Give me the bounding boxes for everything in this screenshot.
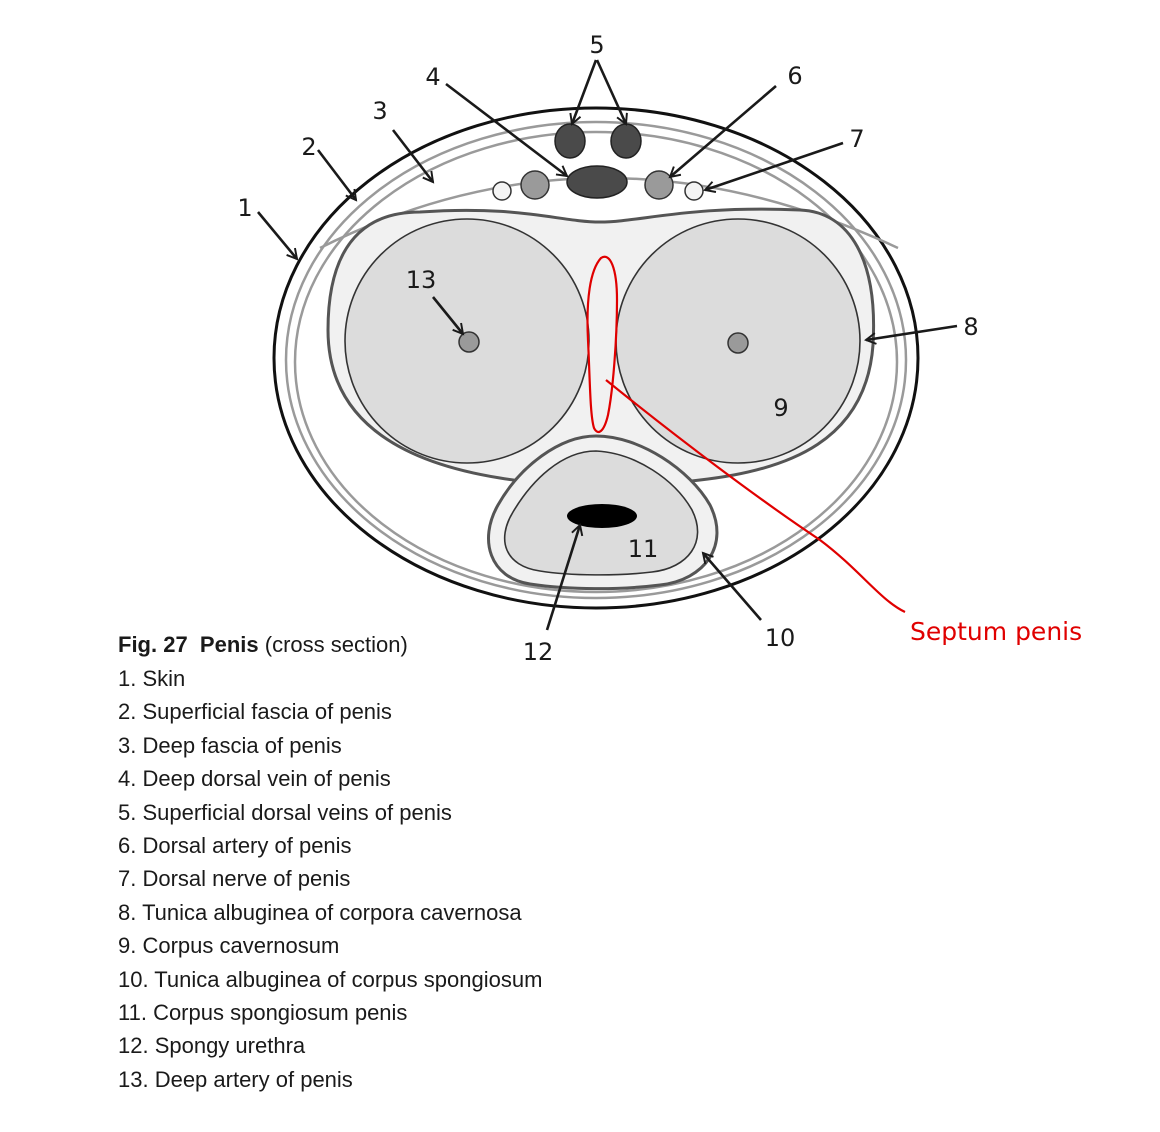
legend-item-corpus-cavernosum: 9. Corpus cavernosum [118,933,340,959]
dorsal-nerve-left [492,181,512,201]
legend-item-skin: 1. Skin [118,666,186,691]
legend-item-superficial-dorsal-veins: 5. Superficial dorsal veins of penis [118,799,452,825]
callout-9: 9 [773,394,788,422]
legend-item-superficial-fascia: 2. Superficial fascia of penis [118,699,392,725]
legend-item-tunica-spongiosum: 10. Tunica albuginea of corpus spongiosu… [118,966,543,992]
dorsal-artery-left [520,170,550,200]
spongy-urethra [567,504,637,528]
callout-2: 2 [301,133,316,161]
legend-item-deep-fascia: 3. Deep fascia of penis [118,732,342,758]
septum-penis-label: Septum penis [910,617,1082,646]
septum-highlight-loop [586,255,619,433]
deep-dorsal-vein [566,165,628,199]
arrow-6 [668,85,777,179]
leader-arrows [256,59,958,631]
figure-number: Fig. 27 [118,632,188,657]
superficial-fascia-ring [284,120,908,600]
superficial-dorsal-vein-right [610,123,642,159]
figure-caption: Fig. 27 Penis (cross section) [118,628,542,662]
arrow-12 [545,523,584,631]
dorsal-nerve-right [684,181,704,201]
arrow-10 [701,551,762,621]
callout-13: 13 [406,266,437,294]
callout-10: 10 [765,624,796,652]
arrow-13 [431,296,465,336]
callout-6: 6 [787,62,802,90]
arrow-7 [703,141,844,193]
figure-subject: Penis [199,632,259,657]
arrow-8 [864,324,958,345]
callout-8: 8 [963,313,978,341]
superficial-fascia-ring-inner [293,130,899,594]
callout-11: 11 [628,535,659,563]
callout-12: 12 [523,638,554,666]
deep-artery-left [458,331,480,353]
superficial-dorsal-vein-left [554,123,586,159]
septum-leader-line [605,379,906,613]
legend-item-tunica-cavernosa: 8. Tunica albuginea of corpora cavernosa [118,899,522,925]
callout-3: 3 [372,97,387,125]
arrow-3 [391,129,435,184]
callout-7: 7 [849,125,864,153]
legend-item-corpus-spongiosum: 11. Corpus spongiosum penis [118,999,408,1025]
callout-1: 1 [237,194,252,222]
legend-item-dorsal-nerve: 7. Dorsal nerve of penis [118,866,351,892]
arrow-4 [445,82,569,178]
legend-item-deep-dorsal-vein: 4. Deep dorsal vein of penis [118,766,391,792]
callout-4: 4 [425,63,440,91]
callout-5: 5 [589,31,604,59]
arrow-1 [256,211,299,261]
legend-item-deep-artery: 13. Deep artery of penis [118,1066,353,1092]
legend-item-dorsal-artery: 6. Dorsal artery of penis [118,832,352,858]
arrow-2 [316,149,358,202]
legend-item-spongy-urethra: 12. Spongy urethra [118,1033,306,1059]
arrow-5b [595,59,628,126]
figure-legend: Fig. 27 Penis (cross section) 1. Skin 2.… [118,628,542,1096]
deep-artery-right [727,332,749,354]
arrow-5a [569,59,598,126]
figure-qualifier: (cross section) [264,632,408,657]
dorsal-artery-right [644,170,674,200]
